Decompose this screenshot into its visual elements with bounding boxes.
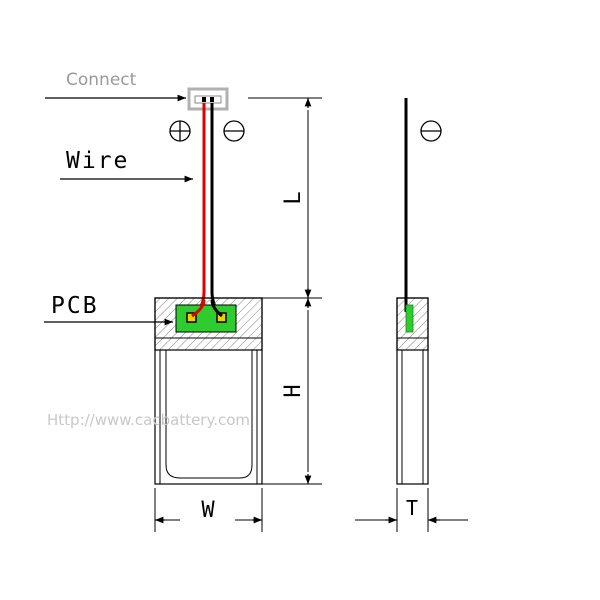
connector xyxy=(187,87,229,111)
dim-w-label: W xyxy=(201,498,215,523)
red-wire xyxy=(193,103,206,317)
front-wires xyxy=(193,103,223,317)
watermark-text: Http://www.cacbattery.com xyxy=(47,411,250,429)
dim-l-label: L xyxy=(281,191,306,204)
positive-pad xyxy=(186,312,197,323)
positive-icon xyxy=(169,120,191,142)
pcb-label: PCB xyxy=(51,293,99,319)
dimension-t xyxy=(355,488,468,532)
negative-icon xyxy=(223,120,245,142)
dimension-l xyxy=(248,97,322,299)
pcb-board xyxy=(175,299,237,333)
dimension-h xyxy=(262,298,322,485)
dim-t-label: T xyxy=(406,496,418,520)
connect-label: Connect xyxy=(66,70,137,90)
connector-housing xyxy=(187,87,229,111)
dim-h-label: H xyxy=(281,384,306,397)
side-pcb xyxy=(405,304,414,333)
wire-label: Wire xyxy=(66,148,129,174)
side-negative-icon xyxy=(420,120,442,142)
negative-pad xyxy=(216,312,227,323)
dimension-w xyxy=(154,488,263,532)
black-wire xyxy=(210,103,223,317)
